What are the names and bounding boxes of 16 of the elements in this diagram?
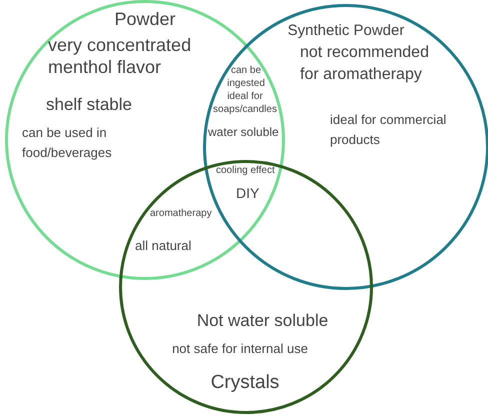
overlap-label: cooling effect xyxy=(216,164,276,178)
circle-text: not recommended for aromatherapy xyxy=(300,43,430,85)
overlap-label: aromatherapy xyxy=(150,207,213,221)
circle-text: Crystals xyxy=(210,371,280,395)
circle-text: shelf stable xyxy=(46,94,133,116)
overlap-label: all natural xyxy=(135,237,192,255)
circle-text: Not water soluble xyxy=(196,310,330,332)
circle-text: not safe for internal use xyxy=(171,340,309,358)
circle-text: ideal for commercial products xyxy=(330,111,448,149)
circle-text: Synthetic Powder xyxy=(286,21,406,41)
circle-text: Powder xyxy=(113,8,177,31)
circle-text: can be used in food/beverages xyxy=(22,124,113,162)
overlap-label: DIY xyxy=(236,184,260,203)
overlap-label: water soluble xyxy=(208,124,280,141)
circle-text: very concentrated menthol flavor xyxy=(48,34,192,78)
overlap-label: ideal for soaps/candles xyxy=(212,90,278,116)
